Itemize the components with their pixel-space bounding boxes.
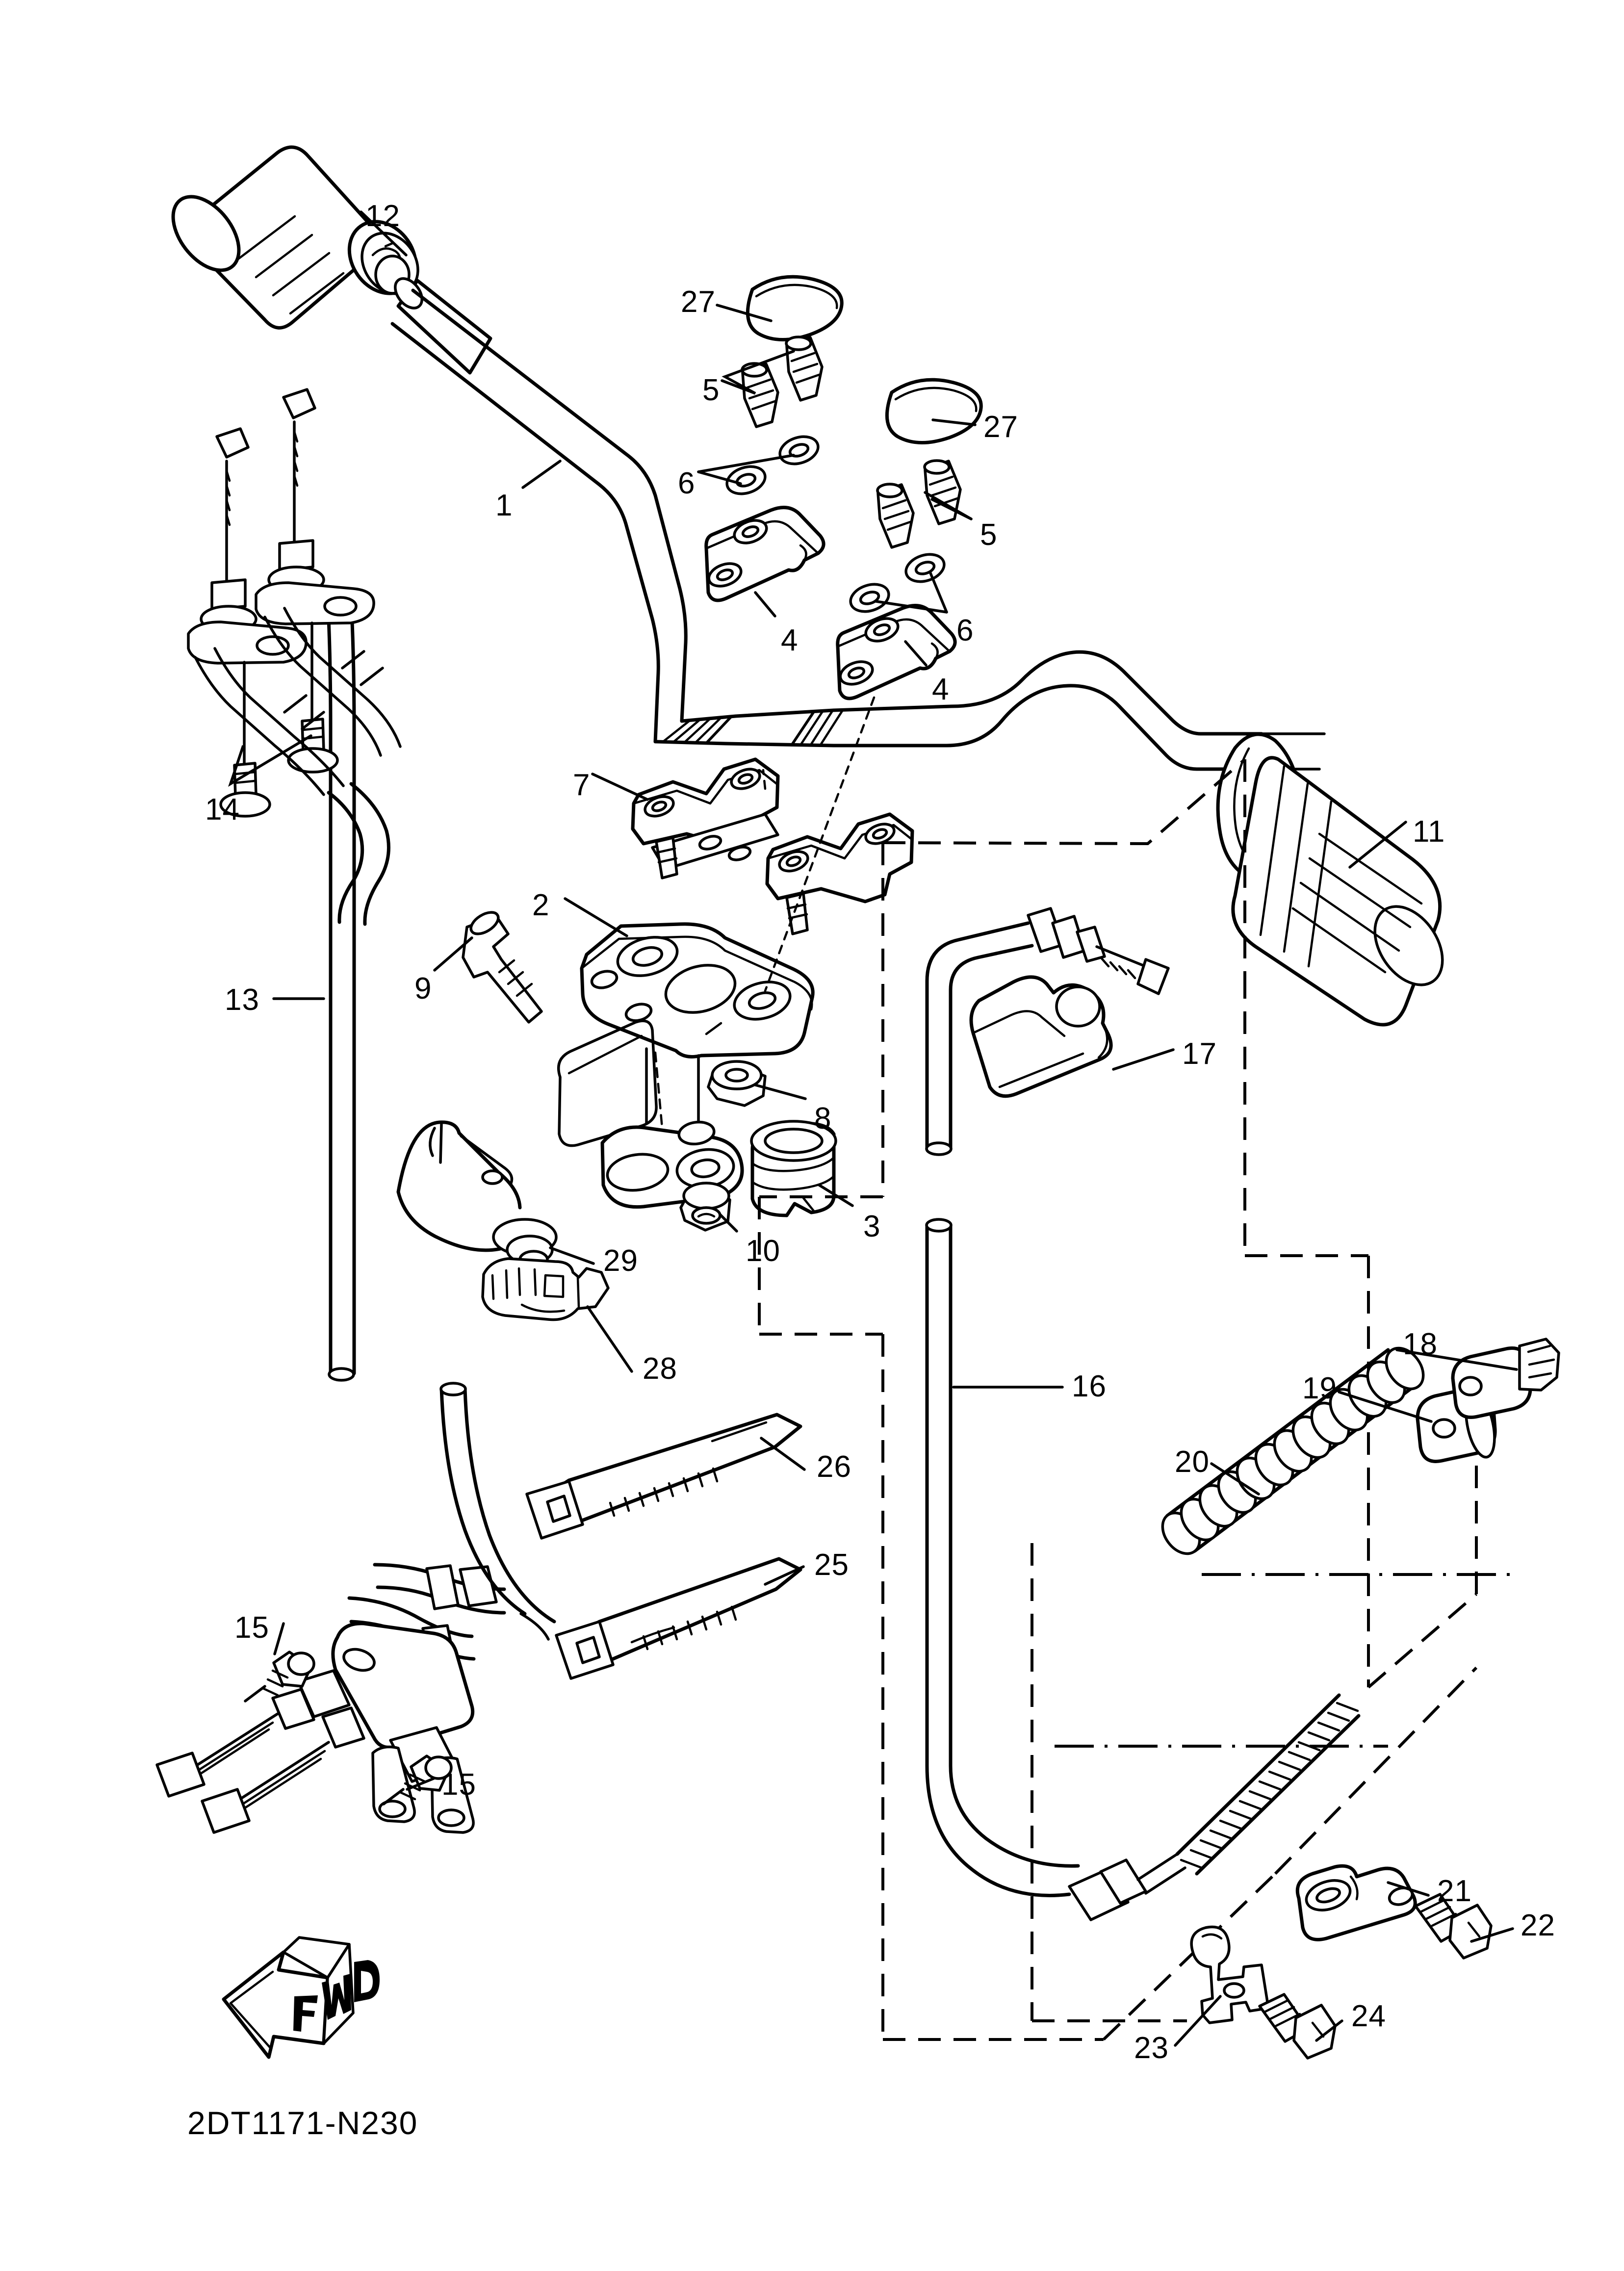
part-26-cable-tie-large [525, 1413, 802, 1540]
part-12-throttle-grip [171, 145, 492, 375]
callout-6a: 6 [678, 466, 696, 500]
part-28-clip [481, 1257, 610, 1321]
callout-14: 14 [205, 793, 240, 826]
part-13-cable-guide [327, 616, 356, 1382]
callout-2: 2 [532, 888, 550, 922]
part-3-collar [750, 1120, 837, 1217]
leader-lines [228, 210, 1518, 2047]
fwd-arrow-icon [222, 1936, 380, 2059]
part-10-lock-nut [679, 1182, 731, 1232]
callout-4a: 4 [781, 623, 799, 657]
callout-6b: 6 [956, 614, 974, 647]
part-11-grip [1216, 732, 1444, 1027]
callout-26: 26 [817, 1450, 851, 1484]
part-15-cable-junction [155, 1382, 556, 1834]
callout-1: 1 [495, 489, 513, 522]
part-16-throttle-cable [925, 907, 1361, 1921]
callout-7: 7 [573, 768, 591, 802]
callout-15b: 15 [441, 1768, 476, 1802]
callout-27b: 27 [983, 410, 1018, 444]
callout-10: 10 [746, 1234, 780, 1268]
part-2-bracket-plate [557, 922, 815, 1209]
callout-17: 17 [1182, 1037, 1217, 1071]
part-22-clamp-bolt [1414, 1893, 1493, 1960]
part-20-spring [1161, 1346, 1425, 1555]
callout-20: 20 [1175, 1445, 1210, 1479]
callout-29: 29 [603, 1244, 638, 1278]
part-24-bracket-bolt [1258, 1993, 1337, 2060]
callout-23: 23 [1134, 2031, 1169, 2065]
part-4-lower-holders [704, 506, 957, 700]
callout-25: 25 [814, 1548, 849, 1582]
part-2-cover [396, 1120, 522, 1252]
callout-9: 9 [414, 972, 432, 1006]
callout-4b: 4 [932, 672, 950, 706]
callout-13: 13 [225, 983, 259, 1017]
callout-19: 19 [1302, 1371, 1337, 1405]
callout-12: 12 [365, 199, 400, 233]
part-23-cable-holder-bracket [1190, 1925, 1270, 2024]
callout-21: 21 [1437, 1874, 1472, 1908]
callout-15a: 15 [234, 1611, 269, 1645]
callout-11: 11 [1413, 815, 1445, 849]
part-14-cable-joints [187, 388, 402, 926]
part-27-end-caps [746, 275, 983, 444]
part-21-cable-clamp [1295, 1864, 1417, 1941]
callout-5b: 5 [980, 518, 998, 552]
callout-18: 18 [1403, 1327, 1438, 1361]
part-25-cable-tie-small [555, 1557, 802, 1680]
callout-5a: 5 [702, 373, 720, 407]
callout-28: 28 [643, 1352, 677, 1386]
callout-16: 16 [1072, 1369, 1107, 1403]
part-8-flange-nut [707, 1060, 767, 1107]
part-7-upper-holders [631, 757, 914, 935]
part-1-handlebar [390, 288, 1326, 771]
diagram-code-label: 2DT1171-N230 [187, 2105, 418, 2141]
part-9-bracket-bolt [462, 911, 543, 1024]
callout-8: 8 [814, 1102, 832, 1136]
callout-3: 3 [863, 1210, 881, 1243]
callout-24: 24 [1351, 1999, 1386, 2033]
callout-22: 22 [1521, 1909, 1555, 1942]
group-16-dashed-boundary [758, 758, 1516, 2041]
callout-27a: 27 [681, 285, 716, 319]
part-17-cable-holder [969, 975, 1113, 1098]
part-5-socket-bolts [741, 335, 962, 549]
part-18-adjuster-nut [1451, 1338, 1560, 1419]
